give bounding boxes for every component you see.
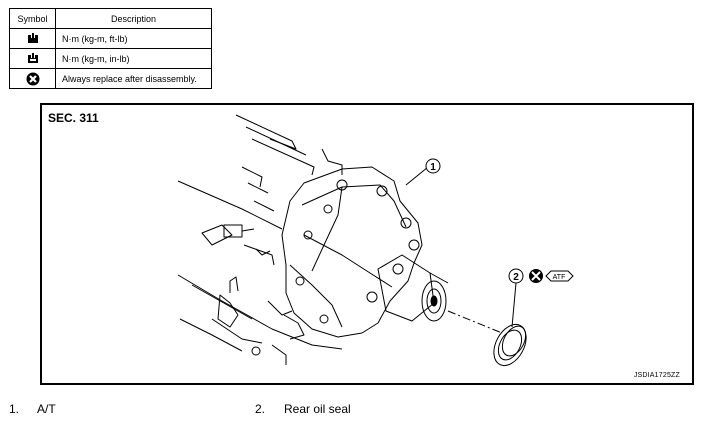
callout-2-number: 2 bbox=[513, 272, 519, 283]
figure-code: JSDIA1725ZZ bbox=[633, 372, 680, 379]
replace-x-icon bbox=[529, 269, 543, 283]
legend-row: N·m (kg-m, ft-lb) bbox=[9, 28, 212, 49]
caption-1-number: 1. bbox=[9, 402, 20, 416]
transmission-drawing: 1 2 ATF bbox=[177, 114, 574, 367]
callout-2-circle bbox=[508, 268, 524, 284]
legend-row: Always replace after disassembly. bbox=[9, 68, 212, 89]
atf-label: ATF bbox=[553, 274, 566, 281]
legend-description: N·m (kg-m, in-lb) bbox=[55, 48, 212, 69]
legend-symbol-cell bbox=[9, 68, 56, 89]
legend-header-description: Description bbox=[55, 8, 212, 29]
atf-badge: ATF bbox=[545, 270, 574, 282]
legend-description: Always replace after disassembly. bbox=[55, 68, 212, 89]
legend-description: N·m (kg-m, ft-lb) bbox=[55, 28, 212, 49]
symbol-legend-table: Symbol Description N·m (kg-m, ft-lb) N·m… bbox=[9, 8, 212, 89]
legend-header-symbol: Symbol bbox=[9, 8, 56, 29]
legend-row: N·m (kg-m, in-lb) bbox=[9, 48, 212, 69]
legend-symbol-cell bbox=[9, 28, 56, 49]
caption-1-text: A/T bbox=[37, 402, 56, 416]
transmission-figure: 1 2 ATF SEC. 311 JSDIA1725ZZ bbox=[40, 103, 694, 385]
caption-2-text: Rear oil seal bbox=[284, 402, 351, 416]
torque-wrench-small-icon bbox=[27, 52, 38, 63]
legend-symbol-cell bbox=[9, 48, 56, 69]
replace-x-icon bbox=[26, 72, 39, 85]
legend-header-row: Symbol Description bbox=[9, 8, 212, 29]
section-label: SEC. 311 bbox=[48, 111, 99, 125]
caption-2-number: 2. bbox=[255, 402, 266, 416]
callout-1-number: 1 bbox=[430, 162, 436, 173]
callout-1-circle bbox=[425, 158, 441, 174]
torque-wrench-icon bbox=[27, 32, 38, 43]
